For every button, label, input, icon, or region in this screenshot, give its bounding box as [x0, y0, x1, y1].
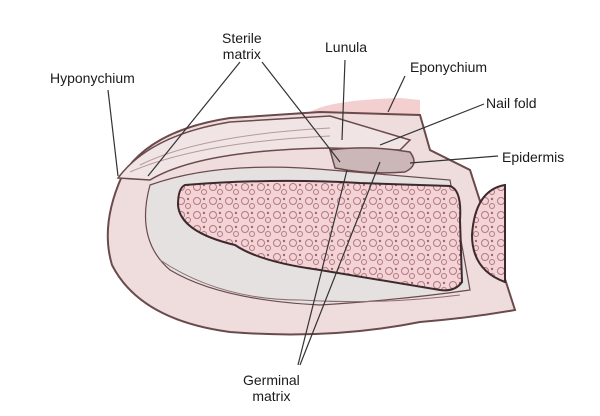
label-sterile-matrix: Sterile matrix	[222, 30, 262, 62]
label-nail-fold: Nail fold	[486, 95, 537, 111]
matrix	[329, 147, 415, 174]
label-eponychium: Eponychium	[410, 59, 488, 75]
label-epidermis: Epidermis	[502, 149, 565, 165]
label-hyponychium: Hyponychium	[50, 70, 135, 86]
leader-lines	[107, 59, 499, 366]
label-lunula: Lunula	[325, 39, 368, 55]
middle-phalanx	[470, 183, 506, 284]
label-germinal-matrix: Germinal matrix	[243, 372, 300, 404]
distal-phalanx	[176, 179, 464, 292]
